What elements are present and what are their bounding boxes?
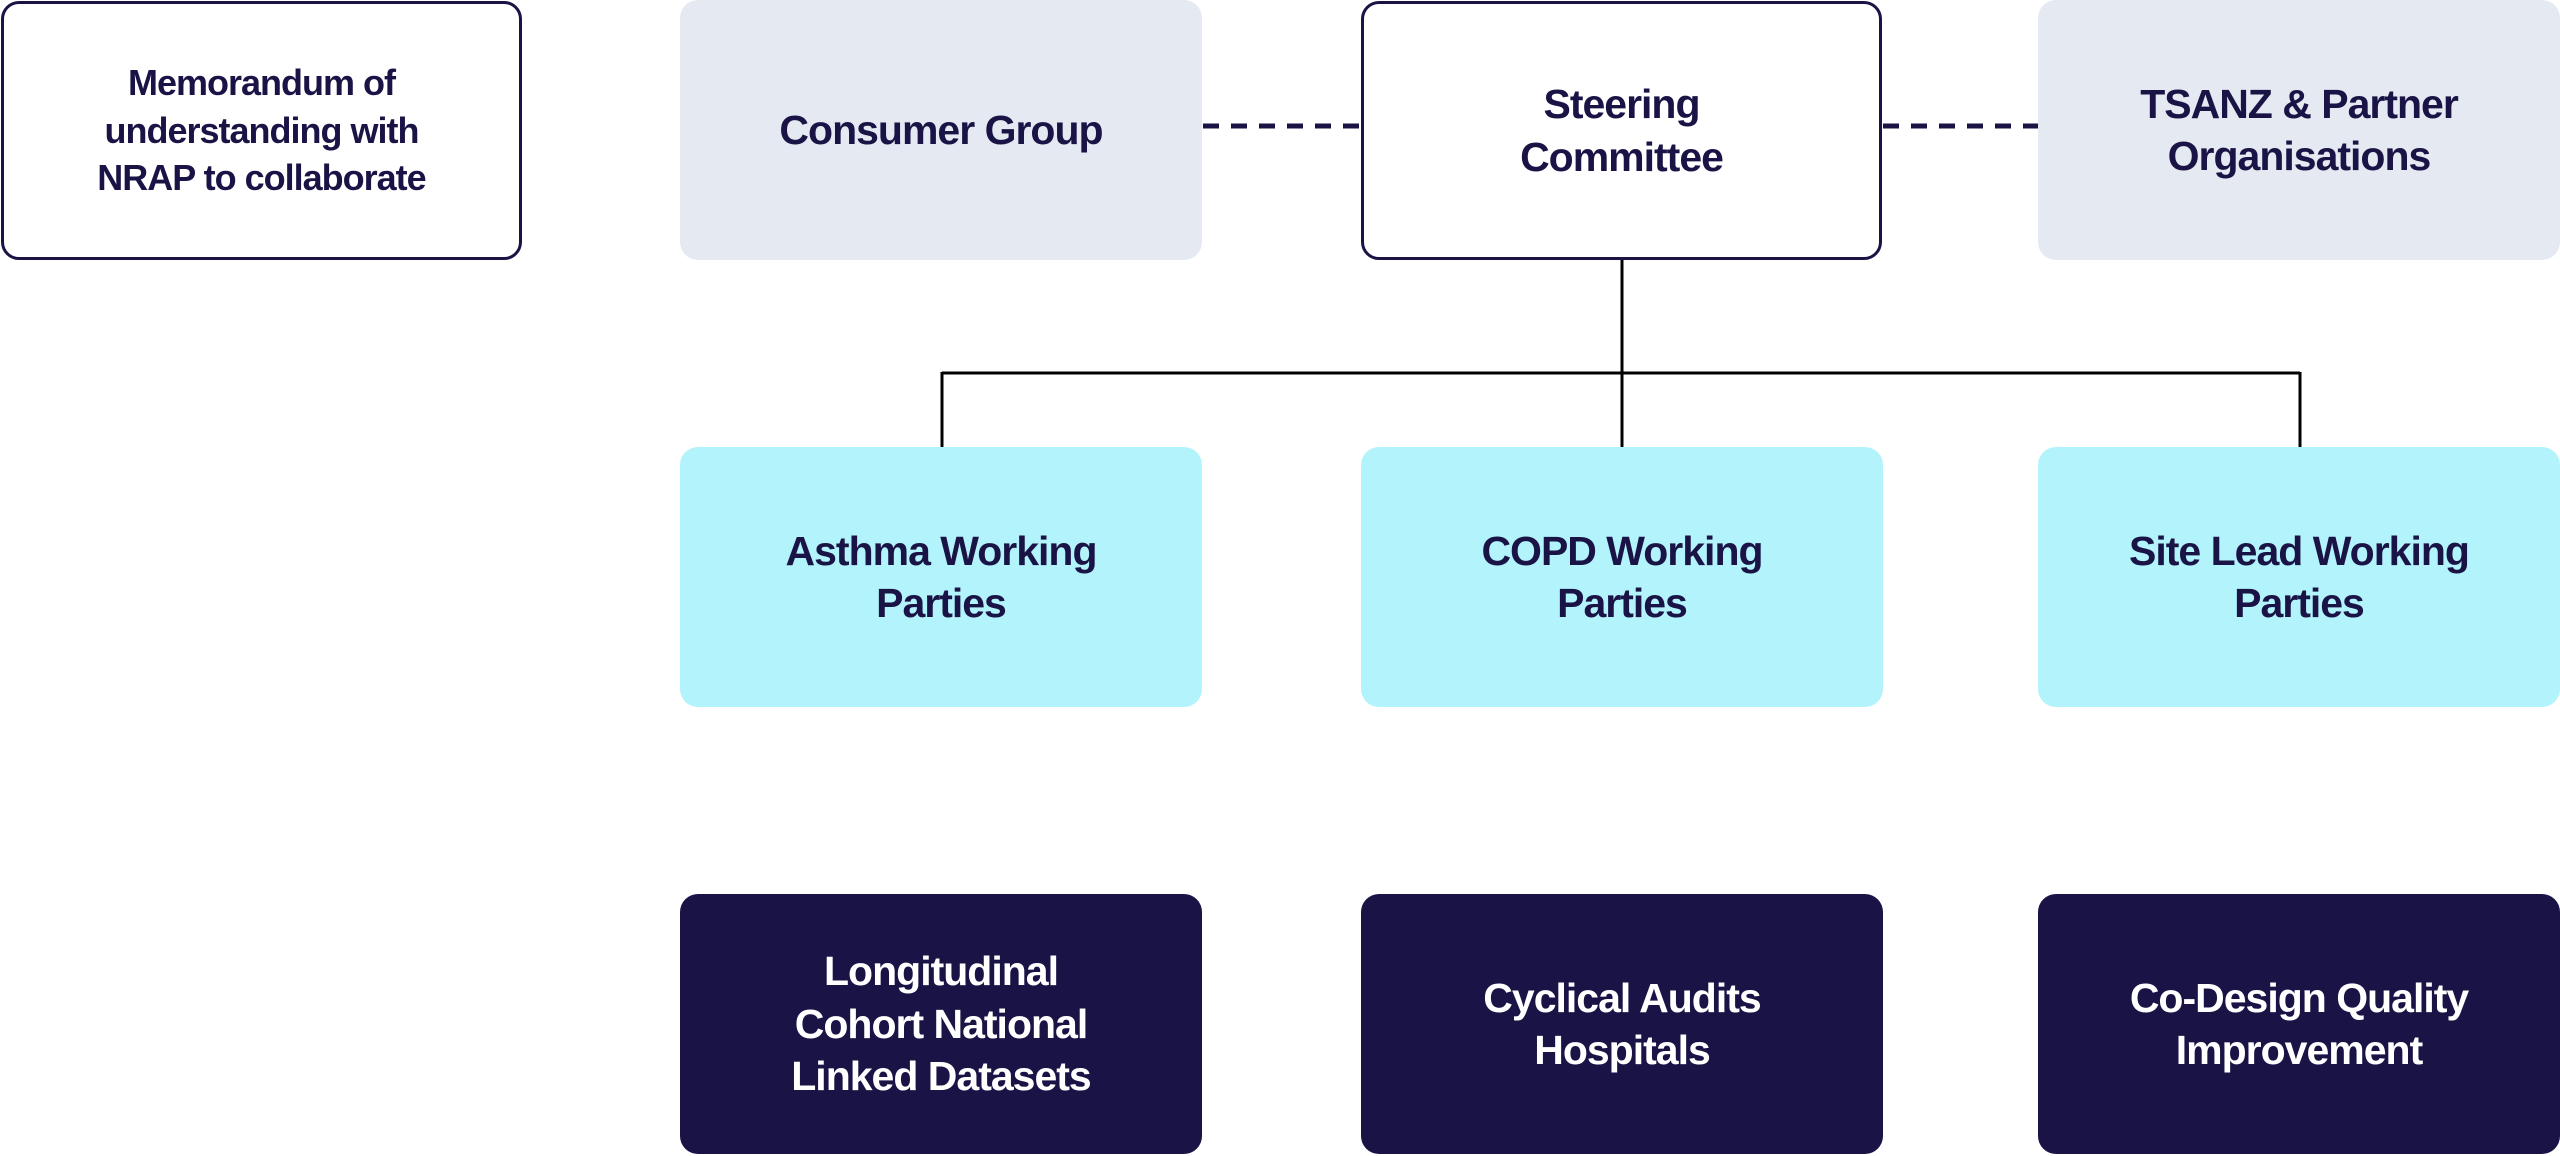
consumer-group-box: Consumer Group bbox=[680, 0, 1202, 260]
working-party-asthma-box: Asthma Working Parties bbox=[680, 447, 1202, 707]
working-party-site-lead-box: Site Lead Working Parties bbox=[2038, 447, 2560, 707]
working-party-label: Asthma Working Parties bbox=[785, 527, 1098, 626]
steering-committee-box: Steering Committee bbox=[1361, 1, 1882, 260]
output-label: Co-Design Quality Improvement bbox=[2129, 974, 2469, 1073]
partners-label: TSANZ & Partner Organisations bbox=[2140, 80, 2459, 179]
output-label: Cyclical Audits Hospitals bbox=[1483, 974, 1761, 1073]
working-party-copd-box: COPD Working Parties bbox=[1361, 447, 1883, 707]
output-cyclical-audits-box: Cyclical Audits Hospitals bbox=[1361, 894, 1883, 1154]
output-co-design-box: Co-Design Quality Improvement bbox=[2038, 894, 2560, 1154]
steering-committee-label: Steering Committee bbox=[1520, 81, 1724, 180]
memorandum-box: Memorandum of understanding with NRAP to… bbox=[1, 1, 522, 260]
consumer-group-label: Consumer Group bbox=[779, 106, 1103, 153]
memorandum-label: Memorandum of understanding with NRAP to… bbox=[97, 62, 426, 199]
working-party-label: COPD Working Parties bbox=[1481, 527, 1763, 626]
output-label: Longitudinal Cohort National Linked Data… bbox=[791, 948, 1091, 1100]
output-longitudinal-box: Longitudinal Cohort National Linked Data… bbox=[680, 894, 1202, 1154]
partners-box: TSANZ & Partner Organisations bbox=[2038, 0, 2560, 260]
working-party-label: Site Lead Working Parties bbox=[2129, 527, 2470, 626]
